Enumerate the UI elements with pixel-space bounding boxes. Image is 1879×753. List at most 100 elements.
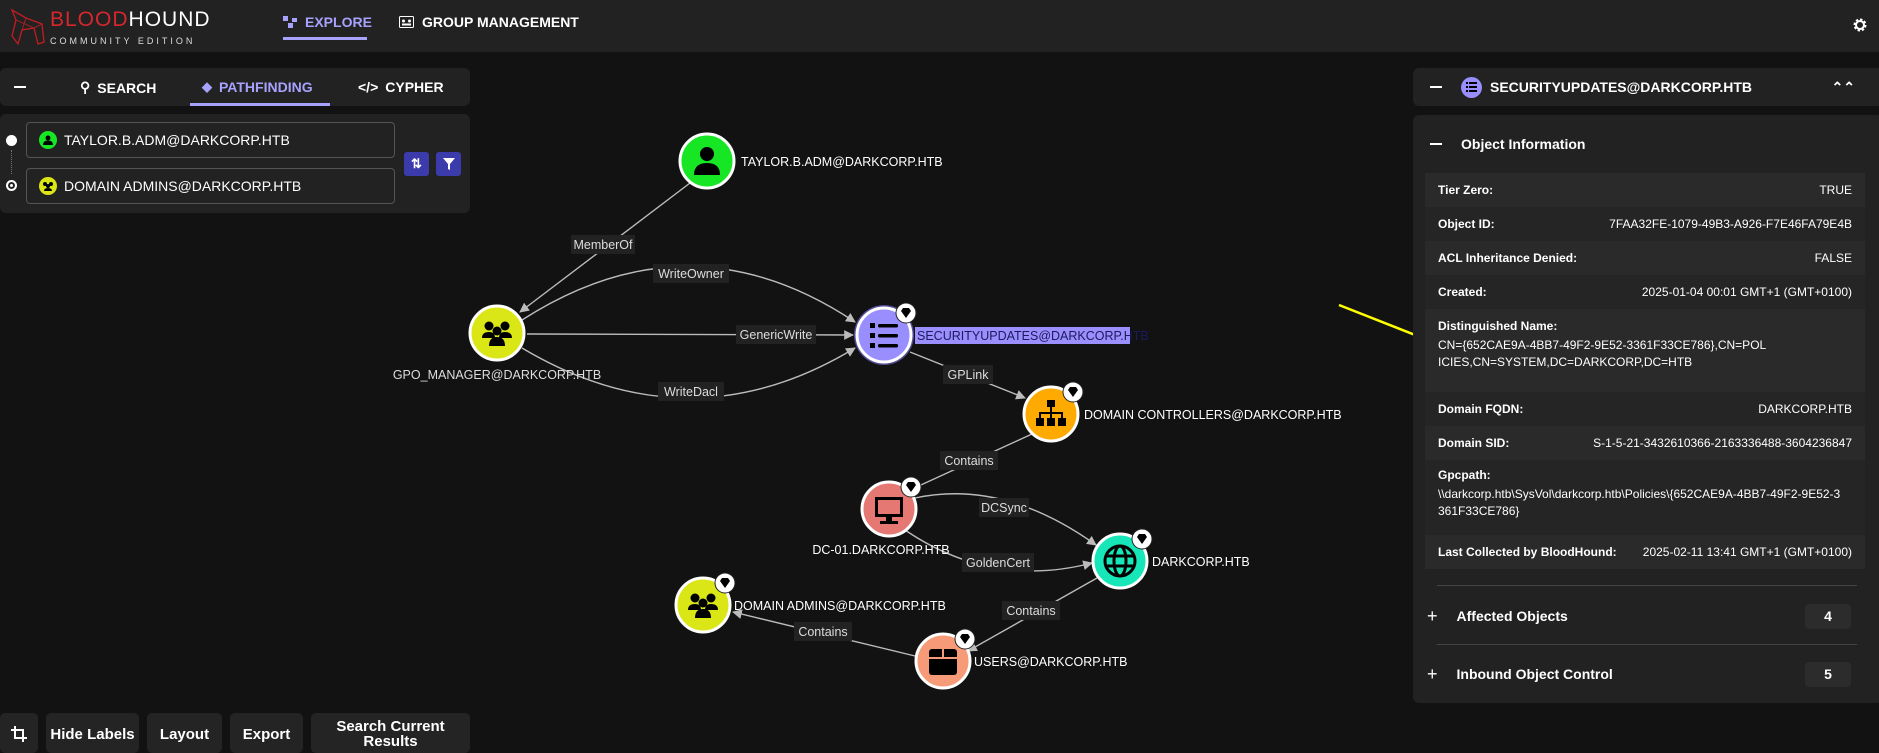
edge-label: DCSync bbox=[981, 501, 1027, 515]
tier-zero-gem-icon bbox=[1131, 528, 1153, 550]
inbound-object-control-count: 5 bbox=[1805, 661, 1851, 687]
node-label: SECURITYUPDATES@DARKCORP.HTB bbox=[917, 329, 1149, 343]
tier-zero-gem-icon bbox=[900, 476, 922, 498]
node-label: GPO_MANAGER@DARKCORP.HTB bbox=[393, 368, 601, 382]
path-connector bbox=[11, 150, 12, 174]
node-label: DC-01.DARKCORP.HTB bbox=[812, 543, 949, 557]
node-taylor[interactable]: TAYLOR.B.ADM@DARKCORP.HTB bbox=[678, 132, 943, 190]
prop-object-id: Object ID:7FAA32FE-1079-49B3-A926-F7E46F… bbox=[1425, 207, 1865, 241]
object-information-header[interactable]: Object Information bbox=[1425, 134, 1865, 154]
nav-active-underline bbox=[283, 37, 367, 40]
edge-label: Contains bbox=[944, 454, 993, 468]
user-icon bbox=[694, 147, 720, 175]
search-current-results-button[interactable]: Search Current Results bbox=[311, 713, 470, 753]
expand-plus-icon: + bbox=[1427, 663, 1438, 684]
entity-title: SECURITYUPDATES@DARKCORP.HTB bbox=[1490, 79, 1753, 95]
tab-active-underline bbox=[190, 103, 330, 106]
tier-zero-gem-icon bbox=[714, 572, 736, 594]
gear-icon[interactable] bbox=[1852, 17, 1868, 33]
edge-label: GenericWrite bbox=[740, 328, 813, 342]
edge-label: WriteDacl bbox=[664, 385, 718, 399]
gpo-list-icon bbox=[870, 323, 898, 348]
node-label: DARKCORP.HTB bbox=[1152, 555, 1250, 569]
crop-icon bbox=[11, 726, 27, 742]
node-label: DOMAIN CONTROLLERS@DARKCORP.HTB bbox=[1084, 408, 1342, 422]
globe-icon bbox=[1103, 544, 1137, 578]
collapse-all-chevron-icon[interactable]: ⌃⌃ bbox=[1831, 78, 1855, 95]
edge-label: Contains bbox=[1006, 604, 1055, 618]
edge-label: GPLink bbox=[948, 368, 990, 382]
entity-panel-header: SECURITYUPDATES@DARKCORP.HTB ⌃⌃ bbox=[1413, 68, 1879, 106]
export-button[interactable]: Export bbox=[230, 713, 303, 753]
affected-objects-count: 4 bbox=[1805, 603, 1851, 629]
logo-subtitle: COMMUNITY EDITION bbox=[50, 36, 196, 46]
node-dc01[interactable]: DC-01.DARKCORP.HTB bbox=[812, 476, 950, 557]
node-darkcorp-domain[interactable]: DARKCORP.HTB bbox=[1091, 528, 1250, 590]
swap-arrows-icon: ⇅ bbox=[411, 156, 422, 171]
affected-objects-section[interactable]: + Affected Objects 4 bbox=[1425, 603, 1865, 629]
section-divider bbox=[1437, 585, 1857, 586]
group-icon bbox=[482, 321, 512, 346]
nav-explore[interactable]: EXPLORE bbox=[283, 14, 372, 30]
search-tabs-bar bbox=[0, 68, 470, 106]
computer-icon bbox=[875, 497, 903, 524]
edge-filter-button[interactable] bbox=[436, 152, 461, 176]
group-icon bbox=[688, 593, 718, 618]
node-label: DOMAIN ADMINS@DARKCORP.HTB bbox=[734, 599, 946, 613]
tier-zero-gem-icon bbox=[954, 628, 976, 650]
layout-button[interactable]: Layout bbox=[147, 713, 222, 753]
edge-label: Contains bbox=[798, 625, 847, 639]
node-domain-admins[interactable]: DOMAIN ADMINS@DARKCORP.HTB bbox=[674, 572, 946, 634]
collapse-minus-icon bbox=[1430, 143, 1442, 145]
tab-cypher[interactable]: </>CYPHER bbox=[358, 79, 444, 95]
group-management-icon bbox=[399, 16, 414, 28]
collapse-minus-icon[interactable] bbox=[1430, 86, 1442, 88]
logo-title: BLOODHOUND bbox=[50, 8, 211, 31]
edge-label: MemberOf bbox=[573, 238, 633, 252]
inbound-object-control-section[interactable]: + Inbound Object Control 5 bbox=[1425, 661, 1865, 687]
ou-sitemap-icon bbox=[1036, 400, 1066, 426]
hide-labels-button[interactable]: Hide Labels bbox=[46, 713, 139, 753]
prop-domain-sid: Domain SID:S-1-5-21-3432610366-216333648… bbox=[1425, 426, 1865, 460]
container-box-icon bbox=[929, 649, 957, 675]
explore-icon bbox=[283, 16, 297, 28]
user-icon bbox=[39, 131, 57, 149]
gpo-list-icon bbox=[1461, 76, 1482, 98]
section-divider bbox=[1437, 644, 1857, 645]
top-nav-bar: BLOODHOUND COMMUNITY EDITION EXPLORE GRO… bbox=[0, 0, 1879, 52]
prop-domain-fqdn: Domain FQDN:DARKCORP.HTB bbox=[1425, 392, 1865, 426]
edge-label: GoldenCert bbox=[966, 556, 1030, 570]
prop-last-collected: Last Collected by BloodHound:2025-02-11 … bbox=[1425, 535, 1865, 569]
node-gpo-manager[interactable]: GPO_MANAGER@DARKCORP.HTB bbox=[393, 304, 601, 382]
prop-distinguished-name: Distinguished Name:CN={652CAE9A-4BB7-49F… bbox=[1425, 309, 1865, 392]
filter-icon bbox=[442, 158, 455, 170]
tier-zero-gem-icon bbox=[1062, 381, 1084, 403]
code-icon: </> bbox=[358, 79, 379, 95]
search-icon: ⚲ bbox=[80, 79, 91, 95]
prop-tier-zero: Tier Zero:TRUE bbox=[1425, 173, 1865, 207]
tab-search[interactable]: ⚲SEARCH bbox=[80, 79, 157, 96]
prop-acl-inheritance: ACL Inheritance Denied:FALSE bbox=[1425, 241, 1865, 275]
source-dot-icon bbox=[6, 135, 17, 146]
destination-target-icon bbox=[6, 180, 17, 191]
expand-plus-icon: + bbox=[1427, 605, 1438, 626]
prop-gpcpath: Gpcpath:\\darkcorp.htb\SysVol\darkcorp.h… bbox=[1425, 460, 1865, 535]
node-domain-controllers[interactable]: DOMAIN CONTROLLERS@DARKCORP.HTB bbox=[1022, 381, 1342, 443]
collapse-minus-icon[interactable] bbox=[14, 86, 26, 88]
nav-group-management[interactable]: GROUP MANAGEMENT bbox=[399, 14, 579, 30]
pathfinding-panel: TAYLOR.B.ADM@DARKCORP.HTB DOMAIN ADMINS@… bbox=[0, 114, 470, 213]
source-node-input[interactable]: TAYLOR.B.ADM@DARKCORP.HTB bbox=[26, 122, 395, 158]
node-users-container[interactable]: USERS@DARKCORP.HTB bbox=[914, 628, 1127, 690]
tab-pathfinding[interactable]: ◆PATHFINDING bbox=[202, 79, 313, 95]
prop-created: Created:2025-01-04 00:01 GMT+1 (GMT+0100… bbox=[1425, 275, 1865, 309]
node-label: TAYLOR.B.ADM@DARKCORP.HTB bbox=[741, 155, 943, 169]
edge-label: WriteOwner bbox=[658, 267, 724, 281]
destination-node-input[interactable]: DOMAIN ADMINS@DARKCORP.HTB bbox=[26, 168, 395, 204]
swap-nodes-button[interactable]: ⇅ bbox=[404, 152, 429, 176]
pathfinding-icon: ◆ bbox=[202, 79, 212, 94]
crop-button[interactable] bbox=[0, 713, 38, 753]
node-securityupdates[interactable]: SECURITYUPDATES@DARKCORP.HTB bbox=[854, 302, 1149, 365]
node-label: USERS@DARKCORP.HTB bbox=[974, 655, 1127, 669]
bloodhound-logo-icon bbox=[10, 8, 45, 46]
